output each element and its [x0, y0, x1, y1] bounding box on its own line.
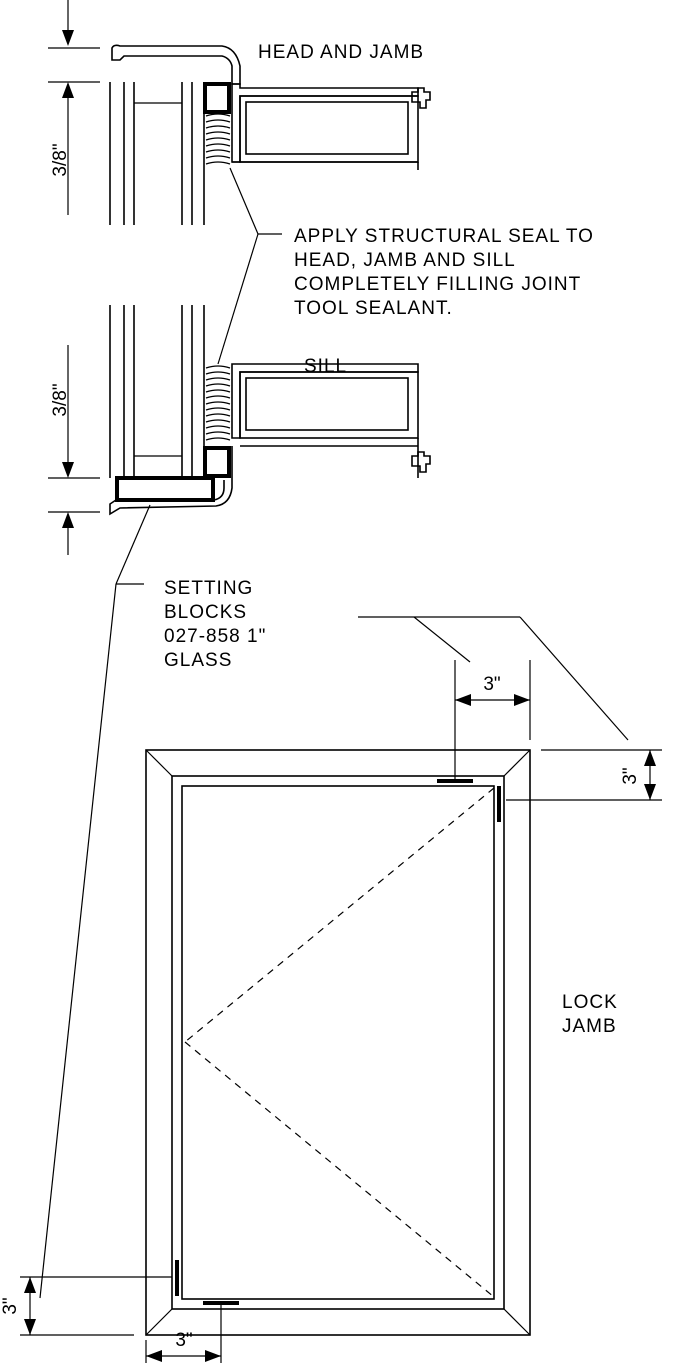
seal-note: APPLY STRUCTURAL SEAL TO HEAD, JAMB AND …: [217, 167, 594, 365]
bottom-block-dimension: 3": [175, 1330, 192, 1351]
seal-note-line-1: APPLY STRUCTURAL SEAL TO: [294, 226, 594, 247]
seal-note-line-3: COMPLETELY FILLING JOINT: [294, 274, 581, 295]
setting-block-line-1: SETTING: [164, 578, 253, 599]
seal-note-line-2: HEAD, JAMB AND SILL: [294, 250, 516, 271]
right-block-dimension: 3": [620, 767, 641, 784]
head-and-jamb-label: HEAD AND JAMB: [258, 42, 424, 63]
head-jamb-section: 3/8" HEAD AN: [48, 0, 431, 225]
door-elevation: [145, 749, 531, 1336]
seal-head: [205, 113, 231, 165]
seal-sill: [205, 365, 231, 441]
sill-gap-dimension: 3/8": [50, 383, 71, 416]
setting-block-line-2: BLOCKS: [164, 602, 247, 623]
seal-note-line-4: TOOL SEALANT.: [294, 298, 453, 319]
lock-jamb-label-line-2: JAMB: [562, 1016, 617, 1037]
head-gap-dimension: 3/8": [50, 143, 71, 176]
elevation-dimensions: 3" 3" 3" 3": [0, 660, 662, 1363]
setting-block-line-3: 027-858 1": [164, 626, 266, 647]
lock-jamb-leaders: [358, 616, 629, 741]
lock-jamb-label-line-1: LOCK: [562, 992, 618, 1013]
setting-block-note: SETTING BLOCKS 027-858 1" GLASS: [39, 504, 266, 1299]
setting-block-line-4: GLASS: [164, 650, 232, 671]
sill-section: 3/8" SILL: [48, 305, 431, 555]
left-block-dimension: 3": [0, 1297, 21, 1314]
sill-label: SILL: [304, 356, 347, 377]
top-block-dimension: 3": [483, 674, 500, 695]
